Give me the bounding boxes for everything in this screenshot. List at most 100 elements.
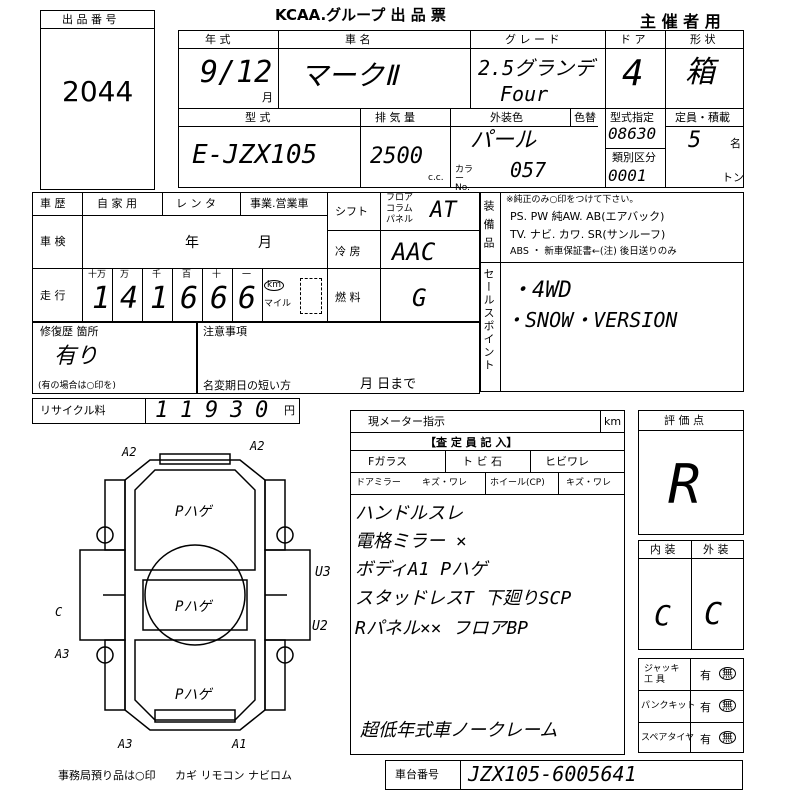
color-no-value: 057: [510, 158, 547, 182]
body-value: 箱: [685, 55, 715, 90]
puncture-no: 無: [719, 699, 736, 712]
tools-box: [638, 658, 744, 753]
diagram-label-u2: U2: [312, 619, 328, 634]
car-name-label: 車 名: [345, 33, 371, 46]
private-use-option: 自 家 用: [97, 197, 137, 210]
color-change-label: 色替: [574, 111, 596, 124]
shift-types: フロア コラム パネル: [386, 193, 414, 225]
mileage-digit: 1: [150, 281, 169, 316]
inspection-year-unit: 年: [185, 235, 199, 251]
doors-label: ド ア: [620, 33, 646, 46]
diagram-label-c: C: [55, 605, 63, 619]
rating-label: 評 価 点: [664, 414, 704, 427]
body-label: 形 状: [690, 33, 716, 46]
mileage-digit: 6: [210, 281, 229, 316]
inspection-month-unit: 月: [258, 235, 272, 251]
note-line: スタッドレスT 下廻りSCP: [355, 588, 572, 609]
digit-label-1: 一: [242, 270, 252, 280]
car-diagram: [79, 453, 311, 731]
lot-number: 2044: [62, 75, 134, 108]
name-change-suffix: 月 日まで: [360, 377, 417, 392]
fuel-label: 燃 料: [335, 291, 361, 304]
class-value: 0001: [608, 166, 647, 185]
inspection-box: [350, 410, 625, 755]
model-value: E-JZX105: [192, 140, 318, 170]
office-items-label: 事務局預り品は○印: [58, 769, 156, 782]
equipment-label: 装 備 品: [482, 200, 495, 250]
equipment-note: ※純正のみ○印をつけて下さい。: [506, 195, 639, 205]
doors-value: 4: [622, 53, 644, 94]
exterior-value: C: [704, 597, 723, 632]
exterior-label: 外 装: [703, 543, 729, 556]
chassis-value: JZX105-6005641: [468, 762, 637, 786]
grade-value: 2.5グランデ: [478, 56, 595, 80]
chassis-box: [385, 760, 743, 790]
aircon-value: AAC: [392, 238, 436, 266]
diagram-label-a1: A1: [232, 737, 247, 751]
shift-value: AT: [430, 198, 457, 223]
equipment-line-3: ABS ・ 新車保証書←(注) 後日送りのみ: [510, 246, 677, 257]
jack-yes: 有: [700, 669, 711, 682]
capacity-label: 定員・積載: [675, 111, 730, 124]
meter-label: 現メーター指示: [368, 415, 445, 428]
puncture-yes: 有: [700, 701, 711, 714]
meter-unit: km: [604, 415, 622, 428]
mileage-digit: 1: [92, 281, 111, 316]
mileage-digit: 6: [180, 281, 199, 316]
digit-label-1k: 千: [152, 270, 162, 280]
equipment-line-1: PS. PW 純AW. AB(エアバック): [510, 210, 665, 223]
diagram-label-a3-bottom: A3: [118, 737, 133, 751]
repair-note: (有の場合は○印を): [38, 381, 116, 391]
displacement-label: 排 気 量: [375, 111, 415, 124]
interior-value: C: [654, 599, 671, 632]
diagram-label-a2-right: A2: [250, 439, 265, 453]
jack-no: 無: [719, 667, 736, 680]
rating-box: [638, 410, 744, 535]
digit-label-10k: 万: [120, 270, 130, 280]
diagram-peel-bottom: Pハゲ: [175, 687, 212, 703]
repair-value: 有り: [54, 344, 99, 369]
capacity-value: 5: [688, 128, 702, 153]
sales-point-2: ・SNOW・VERSION: [505, 308, 678, 332]
km-unit: km: [264, 280, 284, 291]
cc-unit: c.c.: [428, 173, 444, 183]
fuel-value: G: [412, 284, 427, 312]
digit-label-100: 百: [182, 270, 192, 280]
diagram-label-a2-left: A2: [122, 445, 137, 459]
chassis-label: 車台番号: [395, 768, 439, 781]
puncture-kit-label: パンクキット: [641, 701, 696, 711]
recycle-digit: 3: [230, 398, 244, 423]
recycle-digit: 9: [205, 398, 219, 423]
note-line: Rパネル×× フロアBP: [355, 618, 529, 639]
history-label: 車 歴: [40, 197, 66, 210]
footer-note: 超低年式車ノークレーム: [360, 720, 558, 741]
recycle-digit: 1: [155, 398, 169, 423]
equipment-line-2: TV. ナビ. カワ. SR(サンルーフ): [510, 228, 666, 241]
mileage-digit: 6: [238, 281, 257, 316]
mirror-damage-option: キズ・ワレ: [422, 478, 468, 488]
sales-point-1: ・4WD: [510, 278, 572, 303]
interior-label: 内 装: [650, 543, 676, 556]
digit-label-10: 十: [212, 270, 222, 280]
car-name-value: マークⅡ: [300, 59, 398, 92]
wheel-label: ホイール(CP): [490, 478, 545, 488]
diagram-peel-top: Pハゲ: [175, 504, 212, 520]
class-label: 類別区分: [612, 151, 656, 164]
type-spec-value: 08630: [608, 124, 657, 143]
mileage-digit: 4: [120, 281, 139, 316]
history-table: [32, 192, 480, 322]
note-line: ボディA1 Pハゲ: [355, 559, 488, 580]
sales-point-label: セールスポイント: [482, 268, 495, 372]
grade-label: グ レ ー ド: [505, 33, 560, 46]
recycle-box: [32, 398, 300, 424]
aircon-label: 冷 房: [335, 245, 361, 258]
rental-option: レ ン タ: [176, 197, 216, 210]
inspector-label: 【査 定 員 記 入】: [425, 436, 518, 449]
color-value: パール: [470, 128, 537, 153]
year-value: 9/12: [200, 55, 273, 90]
mileage-check-box: [300, 278, 322, 314]
color-no-label: カラー No.: [455, 165, 474, 193]
recycle-label: リサイクル料: [40, 404, 106, 417]
door-mirror-label: ドアミラー: [356, 478, 401, 488]
diagram-label-a3-left: A3: [55, 647, 70, 661]
